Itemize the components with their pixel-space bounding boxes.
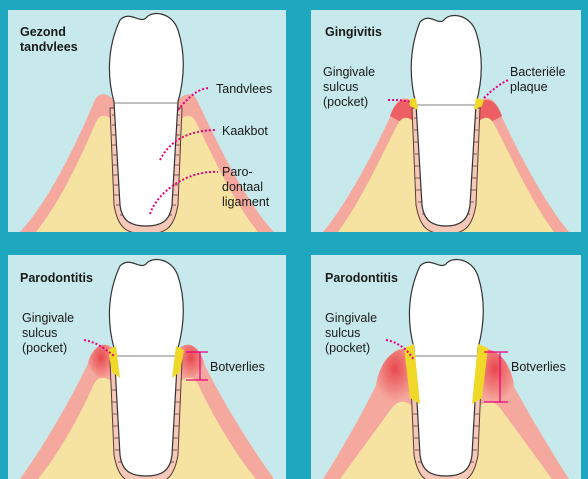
panel-title: Parodontitis (325, 271, 398, 285)
label-bone: Kaakbot (222, 124, 268, 138)
label-boneloss: Botverlies (511, 360, 566, 374)
tooth (411, 16, 481, 226)
tooth (109, 260, 183, 476)
panel-title: Gingivitis (325, 25, 382, 39)
tooth (409, 260, 483, 476)
label-boneloss: Botverlies (210, 360, 265, 374)
tooth (109, 14, 183, 226)
label-gum: Tandvlees (216, 82, 272, 96)
panel-title: Parodontitis (20, 271, 93, 285)
